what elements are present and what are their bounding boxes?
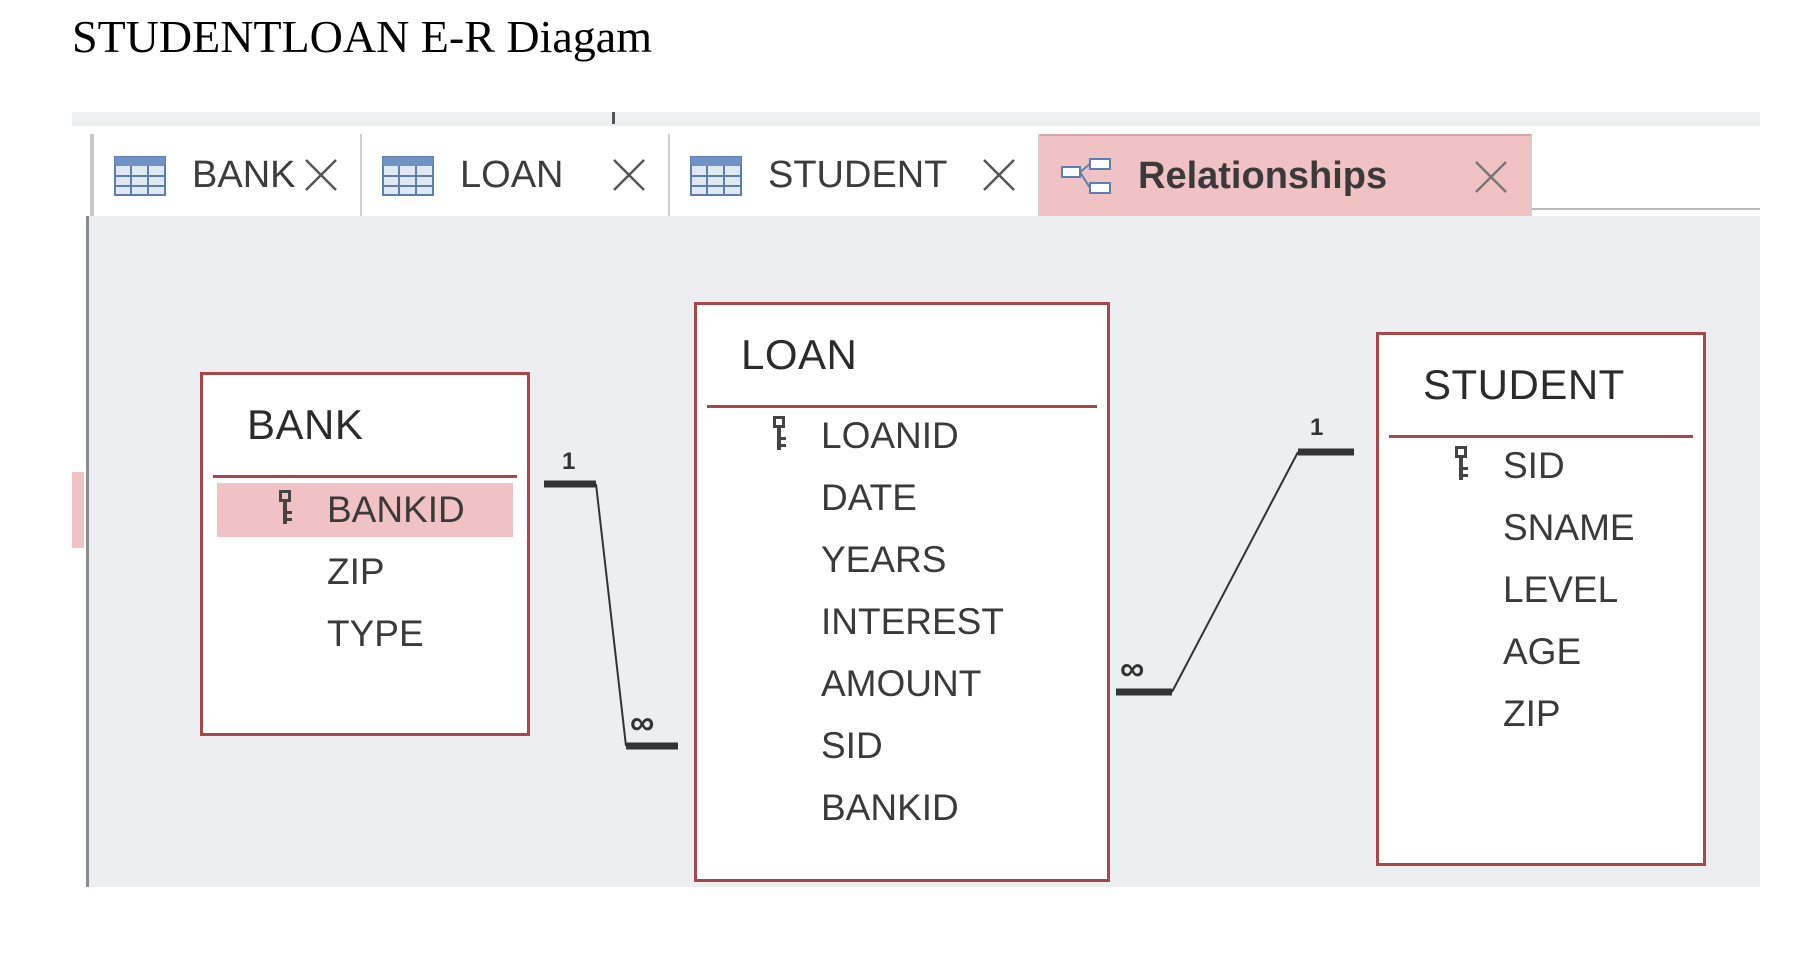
field-name: ZIP (327, 551, 385, 592)
field-row-sid[interactable]: SID (1393, 439, 1689, 493)
tab-label: LOAN (460, 154, 564, 196)
field-row-level[interactable]: LEVEL (1393, 563, 1689, 617)
field-row-sid[interactable]: SID (711, 719, 1093, 773)
tab-bar-left-border (90, 134, 94, 216)
field-name: AGE (1503, 631, 1582, 672)
field-name: SID (1503, 445, 1565, 486)
field-name: SID (821, 725, 883, 766)
relationship-bank-loan[interactable] (544, 480, 678, 750)
field-name: BANKID (327, 489, 465, 530)
table-divider (1389, 435, 1693, 438)
page-title: STUDENTLOAN E-R Diagam (72, 11, 653, 62)
close-icon[interactable] (980, 156, 1018, 194)
field-row-years[interactable]: YEARS (711, 533, 1093, 587)
relationships-icon (1061, 157, 1111, 194)
field-name: BANKID (821, 787, 959, 828)
field-name: LOANID (821, 415, 959, 456)
field-row-bankid[interactable]: BANKID (217, 483, 513, 537)
table-icon (382, 155, 434, 196)
field-name: YEARS (821, 539, 947, 580)
cardinality-many-label: ∞ (1120, 650, 1145, 688)
field-row-age[interactable]: AGE (1393, 625, 1689, 679)
field-name: TYPE (327, 613, 424, 654)
field-row-zip[interactable]: ZIP (217, 545, 513, 599)
key-icon (1455, 446, 1468, 480)
table-title: STUDENT (1423, 361, 1625, 408)
field-row-amount[interactable]: AMOUNT (711, 657, 1093, 711)
tab-label: STUDENT (768, 154, 948, 196)
field-name: AMOUNT (821, 663, 982, 704)
field-name: INTEREST (821, 601, 1004, 642)
tab-label: BANK (192, 154, 296, 196)
table-title: LOAN (741, 331, 858, 378)
tab-student[interactable]: STUDENT (670, 134, 1040, 217)
relationships-canvas[interactable]: 1 ∞ 1 ∞ BANK BANKID ZIP TYPE (86, 216, 1760, 887)
relationship-student-loan[interactable] (1116, 448, 1354, 696)
cardinality-one-label: 1 (1310, 414, 1324, 441)
field-name: DATE (821, 477, 917, 518)
field-name: LEVEL (1503, 569, 1619, 610)
close-icon[interactable] (610, 156, 648, 194)
field-row-interest[interactable]: INTEREST (711, 595, 1093, 649)
field-row-loanid[interactable]: LOANID (711, 409, 1093, 463)
table-title: BANK (247, 401, 364, 448)
table-loan[interactable]: LOAN LOANID DATE YEARS INTEREST (694, 302, 1110, 882)
field-row-date[interactable]: DATE (711, 471, 1093, 525)
access-window: BANK LOAN STUDENT (72, 112, 1760, 887)
ribbon-edge (72, 112, 1760, 126)
table-divider (213, 475, 517, 478)
tab-bar-baseline (1532, 208, 1760, 210)
tab-relationships[interactable]: Relationships (1040, 134, 1532, 217)
field-row-sname[interactable]: SNAME (1393, 501, 1689, 555)
relationship-lines (544, 448, 1354, 750)
tab-loan[interactable]: LOAN (362, 134, 670, 217)
table-divider (707, 405, 1097, 408)
table-student[interactable]: STUDENT SID SNAME LEVEL AGE (1376, 332, 1706, 866)
close-icon[interactable] (1472, 158, 1510, 196)
close-icon[interactable] (302, 156, 340, 194)
field-row-type[interactable]: TYPE (217, 607, 513, 661)
canvas-left-border (86, 216, 89, 887)
tab-label: Relationships (1138, 155, 1388, 197)
table-icon (690, 155, 742, 196)
cardinality-many-label: ∞ (630, 704, 655, 742)
field-row-zip[interactable]: ZIP (1393, 687, 1689, 741)
field-name: SNAME (1503, 507, 1635, 548)
tab-bank[interactable]: BANK (94, 134, 362, 217)
key-icon (773, 416, 786, 450)
key-icon (279, 490, 292, 524)
selection-marker (72, 472, 84, 548)
field-row-bankid[interactable]: BANKID (711, 781, 1093, 835)
ribbon-tick (612, 112, 615, 124)
table-icon (114, 155, 166, 196)
field-name: ZIP (1503, 693, 1561, 734)
cardinality-one-label: 1 (562, 448, 576, 475)
table-bank[interactable]: BANK BANKID ZIP TYPE (200, 372, 530, 736)
